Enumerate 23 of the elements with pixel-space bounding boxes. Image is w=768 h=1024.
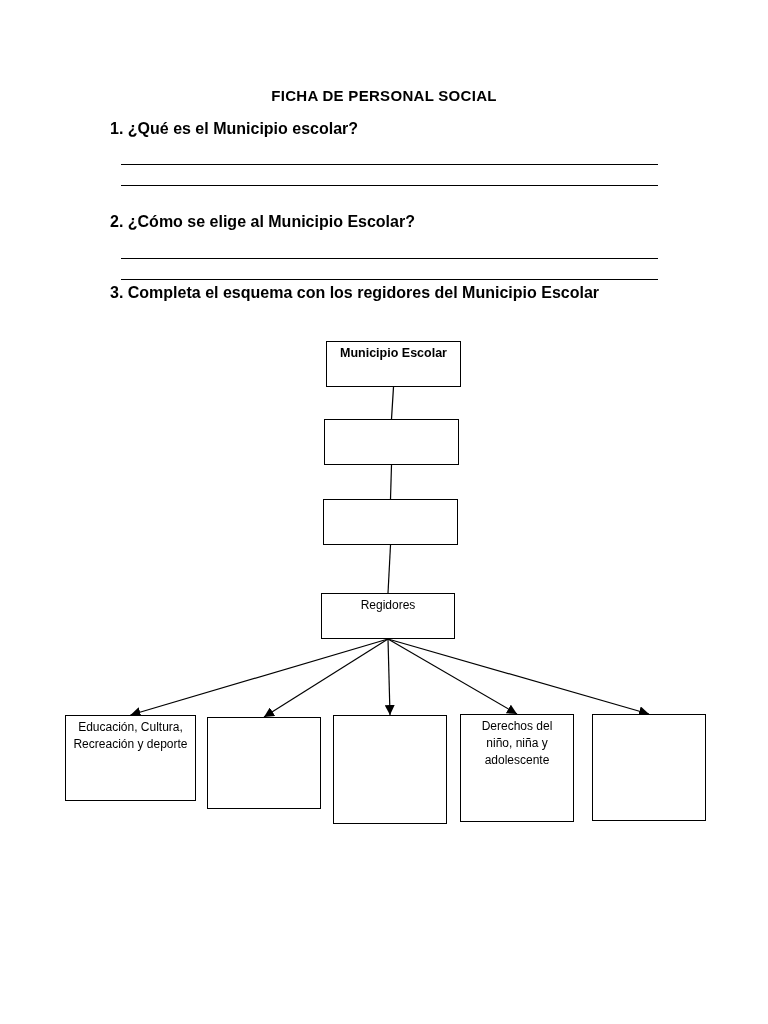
arrow [387,638,518,715]
empty-box [207,717,321,809]
box-text: Derechos del niño, niña y adolescente [480,718,554,769]
question-text: 3. Completa el esquema con los regidores del Municipio Escolar [110,284,600,302]
connector-line [387,544,392,594]
box-text: Regidores [360,597,416,614]
text-box [326,341,461,387]
question-text: 1. ¿Qué es el Municipio escolar? [110,120,359,138]
empty-box [323,499,458,545]
arrow [263,638,389,718]
empty-box [592,714,706,821]
box-text: Municipio Escolar [340,345,447,362]
empty-box [333,715,447,824]
box-text: Educación, Cultura, Recreación y deporte [72,719,189,753]
text-box [65,715,196,801]
connector-line [389,464,393,500]
worksheet-title: FICHA DE PERSONAL SOCIAL [270,87,498,104]
empty-box [324,419,459,465]
arrow [384,638,395,716]
connector-line [390,386,395,420]
text-box [460,714,574,822]
question-text: 2. ¿Cómo se elige al Municipio Escolar? [110,213,415,231]
text-box [321,593,455,639]
